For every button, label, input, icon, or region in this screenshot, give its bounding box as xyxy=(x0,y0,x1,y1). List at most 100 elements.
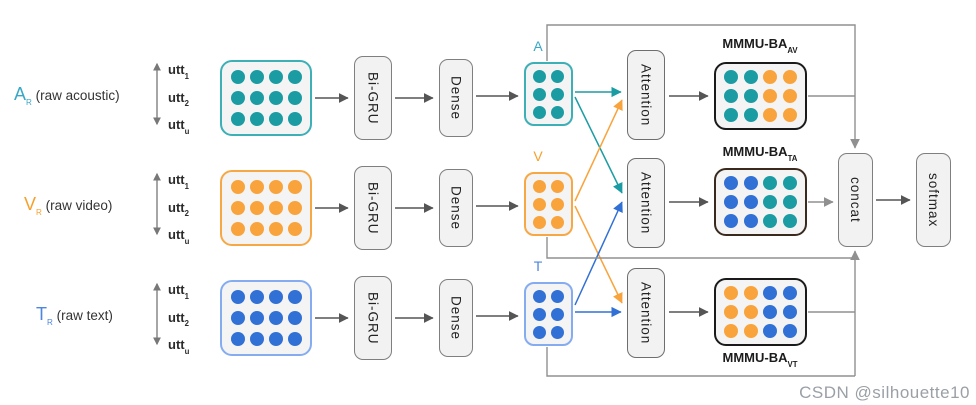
fusion-label-av: MMMU-BAAV xyxy=(722,36,798,55)
softmax-box: softmax xyxy=(916,153,951,247)
dot xyxy=(783,194,798,209)
utt-label: utt1 xyxy=(168,172,189,191)
dot xyxy=(743,69,758,84)
dot xyxy=(268,69,283,84)
dot xyxy=(287,200,302,215)
utt-label: uttu xyxy=(168,227,190,246)
dot xyxy=(287,332,302,347)
modality-letter-sub-acoustic: R xyxy=(26,97,32,107)
dot xyxy=(551,325,565,339)
unimodal-matrix-t xyxy=(524,282,573,346)
unimodal-matrix-v xyxy=(524,172,573,236)
arrow-v-to-attention-av xyxy=(574,99,623,202)
dot xyxy=(551,69,565,83)
dot xyxy=(287,222,302,237)
pipeline-arrows xyxy=(315,91,911,323)
dot xyxy=(287,69,302,84)
dot xyxy=(783,214,798,229)
utt-label: utt2 xyxy=(168,309,189,329)
fusion-label-ta: MMMU-BATA xyxy=(722,144,798,163)
wire-v-skip-mid xyxy=(546,237,855,259)
dot xyxy=(783,285,798,300)
dot xyxy=(723,175,738,190)
modality-letter-text: T xyxy=(36,304,47,324)
dot xyxy=(268,200,283,215)
dot xyxy=(268,222,283,237)
dot xyxy=(763,194,778,209)
dot xyxy=(268,112,283,127)
dot xyxy=(783,108,798,123)
input-matrix-acoustic xyxy=(220,60,312,136)
dot xyxy=(723,304,738,319)
dot xyxy=(268,90,283,105)
dot xyxy=(723,324,738,339)
concat-box: concat xyxy=(838,153,873,247)
bigru-box-video: Bi-GRU xyxy=(354,166,392,250)
dot xyxy=(743,285,758,300)
arrow-v-to-attention-vt xyxy=(574,205,623,304)
utt-label: utt2 xyxy=(168,89,189,109)
dot xyxy=(249,69,264,84)
dense-box-video: Dense xyxy=(439,169,473,247)
modality-label-video: VR (raw video) xyxy=(24,194,113,217)
dot xyxy=(287,289,302,304)
modality-desc-text: (raw text) xyxy=(56,308,113,323)
dot xyxy=(763,304,778,319)
dense-box-acoustic: Dense xyxy=(439,59,473,137)
dot xyxy=(249,222,264,237)
utt-label: utt2 xyxy=(168,199,189,219)
dot xyxy=(532,307,546,321)
dot xyxy=(763,88,778,103)
dot xyxy=(230,200,245,215)
dot xyxy=(551,307,565,321)
dot xyxy=(230,310,245,325)
dot xyxy=(249,179,264,194)
modality-desc-acoustic: (raw acoustic) xyxy=(35,88,120,103)
dense-box-text: Dense xyxy=(439,279,473,357)
dot xyxy=(551,289,565,303)
dot xyxy=(287,179,302,194)
dot xyxy=(723,69,738,84)
dot xyxy=(268,179,283,194)
utt-label: uttu xyxy=(168,117,190,136)
dot xyxy=(763,324,778,339)
dot xyxy=(230,90,245,105)
dot xyxy=(532,215,546,229)
bigru-box-acoustic: Bi-GRU xyxy=(354,56,392,140)
dot xyxy=(287,112,302,127)
input-matrix-text xyxy=(220,280,312,356)
arrow-t-to-attention-ta xyxy=(574,201,623,306)
fusion-matrix-vt xyxy=(714,278,807,346)
dot xyxy=(249,310,264,325)
dot xyxy=(230,289,245,304)
fusion-matrix-av xyxy=(714,62,807,130)
dot xyxy=(287,90,302,105)
dot xyxy=(230,69,245,84)
utt-label: utt1 xyxy=(168,282,189,301)
dot xyxy=(723,285,738,300)
dot xyxy=(532,179,546,193)
modality-desc-video: (raw video) xyxy=(45,198,113,213)
dot xyxy=(532,197,546,211)
fusion-label-vt: MMMU-BAVT xyxy=(722,350,798,369)
dot xyxy=(743,108,758,123)
dot xyxy=(230,179,245,194)
dot xyxy=(763,108,778,123)
utt-labels-text: utt1 utt2 uttu xyxy=(168,279,214,362)
unimodal-letter-v: V xyxy=(533,148,543,164)
dot xyxy=(743,175,758,190)
dot xyxy=(743,324,758,339)
cross-modal-arrows xyxy=(574,86,623,318)
utt-label: uttu xyxy=(168,337,190,356)
dot xyxy=(532,325,546,339)
modality-letter-acoustic: A xyxy=(14,84,27,104)
bigru-box-text: Bi-GRU xyxy=(354,276,392,360)
modality-label-acoustic: AR (raw acoustic) xyxy=(14,84,120,107)
dot xyxy=(230,332,245,347)
dot xyxy=(763,175,778,190)
dot xyxy=(532,69,546,83)
unimodal-matrix-a xyxy=(524,62,573,126)
dot xyxy=(743,304,758,319)
dot xyxy=(268,289,283,304)
